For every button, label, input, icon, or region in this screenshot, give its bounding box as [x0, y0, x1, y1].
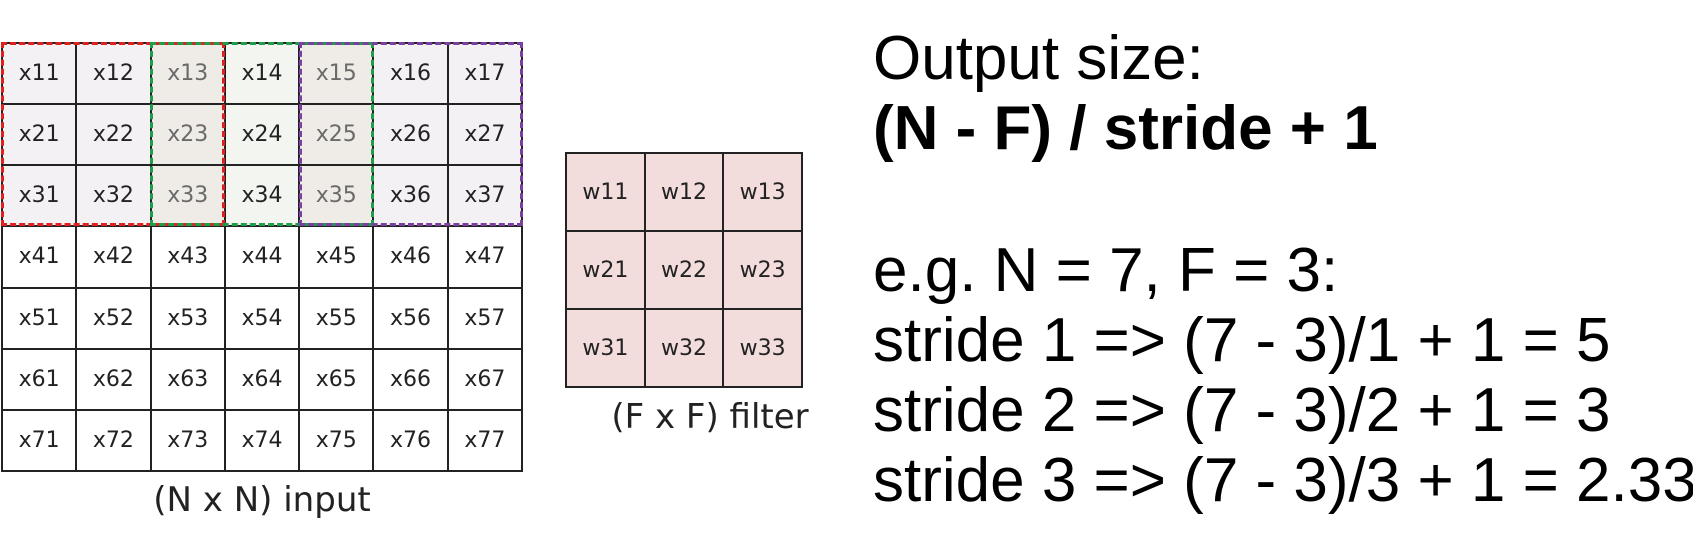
input-cell: x43	[149, 225, 226, 289]
stride-2-line: stride 2 => (7 - 3)/2 + 1 = 3	[873, 376, 1611, 445]
input-cell: x44	[223, 225, 301, 289]
input-cell: x36	[372, 164, 449, 228]
filter-cell: w23	[722, 230, 803, 310]
formula-block: Output size: (N - F) / stride + 1 e.g. N…	[873, 24, 1693, 516]
filter-cell: w13	[722, 152, 803, 232]
filter-cell: w21	[565, 230, 646, 310]
output-size-heading: Output size:	[873, 24, 1204, 93]
filter-cell: w31	[565, 308, 646, 388]
input-cell: x12	[75, 41, 152, 106]
input-cell: x37	[446, 164, 524, 228]
input-cell: x31	[0, 164, 78, 228]
filter-cell: w11	[565, 152, 646, 232]
input-cell: x51	[0, 286, 78, 350]
input-cell: x33	[149, 164, 226, 228]
input-cell: x74	[223, 408, 301, 473]
input-cell: x65	[298, 347, 375, 411]
input-cell: x66	[372, 347, 449, 411]
input-cell: x21	[0, 103, 78, 167]
input-cell: x42	[75, 225, 152, 289]
input-cell: x64	[223, 347, 301, 411]
input-cell: x62	[75, 347, 152, 411]
filter-cell: w33	[722, 308, 803, 388]
input-cell: x77	[446, 408, 524, 473]
input-cell: x11	[0, 41, 78, 106]
example-line: e.g. N = 7, F = 3:	[873, 236, 1339, 305]
input-cell: x73	[149, 408, 226, 473]
input-cell: x47	[446, 225, 524, 289]
filter-cell: w32	[643, 308, 725, 388]
input-cell: x56	[372, 286, 449, 350]
input-cell: x13	[149, 41, 226, 106]
input-cell: x16	[372, 41, 449, 106]
input-cell: x54	[223, 286, 301, 350]
input-cell: x27	[446, 103, 524, 167]
input-cell: x55	[298, 286, 375, 350]
input-cell: x41	[0, 225, 78, 289]
stride-3-line: stride 3 => (7 - 3)/3 + 1 = 2.33	[873, 446, 1693, 515]
filter-cell: w22	[643, 230, 725, 310]
input-cell: x76	[372, 408, 449, 473]
input-cell: x22	[75, 103, 152, 167]
input-cell: x26	[372, 103, 449, 167]
input-cell: x35	[298, 164, 375, 228]
input-cell: x15	[298, 41, 375, 106]
output-size-formula: (N - F) / stride + 1	[873, 94, 1378, 163]
input-cell: x17	[446, 41, 524, 106]
input-cell: x53	[149, 286, 226, 350]
input-cell: x23	[149, 103, 226, 167]
input-cell: x34	[223, 164, 301, 228]
input-cell: x24	[223, 103, 301, 167]
filter-caption: (F x F) filter	[611, 397, 809, 437]
input-cell: x63	[149, 347, 226, 411]
filter-cell: w12	[643, 152, 725, 232]
input-cell: x57	[446, 286, 524, 350]
input-cell: x32	[75, 164, 152, 228]
input-cell: x14	[223, 41, 301, 106]
input-caption: (N x N) input	[153, 480, 371, 520]
input-cell: x46	[372, 225, 449, 289]
input-cell: x25	[298, 103, 375, 167]
stride-1-line: stride 1 => (7 - 3)/1 + 1 = 5	[873, 306, 1611, 375]
input-cell: x52	[75, 286, 152, 350]
formula-spacer	[873, 164, 1688, 236]
input-cell: x61	[0, 347, 78, 411]
input-cell: x72	[75, 408, 152, 473]
input-cell: x75	[298, 408, 375, 473]
input-cell: x67	[446, 347, 524, 411]
input-cell: x71	[0, 408, 78, 473]
input-cell: x45	[298, 225, 375, 289]
